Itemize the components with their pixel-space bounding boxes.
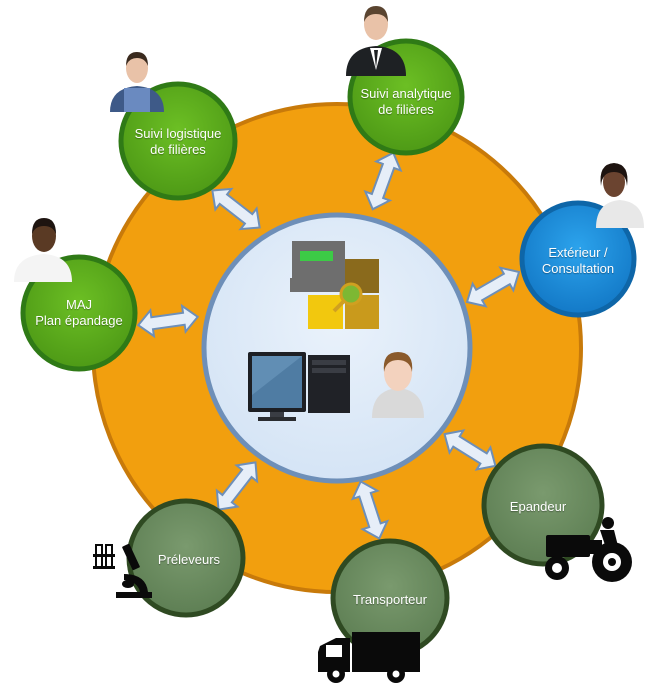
label-epandeur-line1: Epandeur (509, 499, 567, 514)
businessman-avatar-icon (346, 6, 406, 76)
node-exterieur (519, 200, 637, 318)
node-maj (20, 254, 138, 372)
label-exterieur-line2: Consultation (541, 261, 615, 276)
label-transporteur: Transporteur (330, 592, 450, 608)
node-suivi-logistique (118, 81, 238, 201)
label-exterieur-line1: Extérieur / (548, 245, 608, 260)
label-suivi-analytique-line2: de filières (378, 102, 434, 117)
label-maj: MAJ Plan épandage (19, 297, 139, 329)
logo-e-icon (290, 241, 379, 329)
label-maj-line2: Plan épandage (35, 313, 123, 328)
label-transporteur-line1: Transporteur (353, 592, 427, 607)
label-exterieur: Extérieur / Consultation (518, 245, 638, 277)
label-preleveurs-line1: Préleveurs (157, 552, 221, 567)
label-maj-line1: MAJ (66, 297, 92, 312)
truck-icon (318, 632, 420, 683)
microscope-icon (93, 543, 152, 598)
label-epandeur: Epandeur (483, 499, 593, 515)
label-suivi-analytique-line1: Suivi analytique (360, 86, 452, 101)
man-avatar-icon (14, 218, 72, 282)
woman-avatar-icon (596, 163, 644, 228)
label-suivi-logistique: Suivi logistique de filières (118, 126, 238, 158)
computer-icon (248, 352, 350, 421)
user-avatar-icon (372, 352, 424, 418)
label-preleveurs: Préleveurs (131, 552, 247, 568)
tractor-icon (545, 517, 632, 582)
label-suivi-analytique: Suivi analytique de filières (346, 86, 466, 118)
label-suivi-logistique-line1: Suivi logistique (134, 126, 222, 141)
worker-avatar-icon (110, 52, 164, 112)
node-epandeur (481, 443, 605, 567)
label-suivi-logistique-line2: de filières (150, 142, 206, 157)
